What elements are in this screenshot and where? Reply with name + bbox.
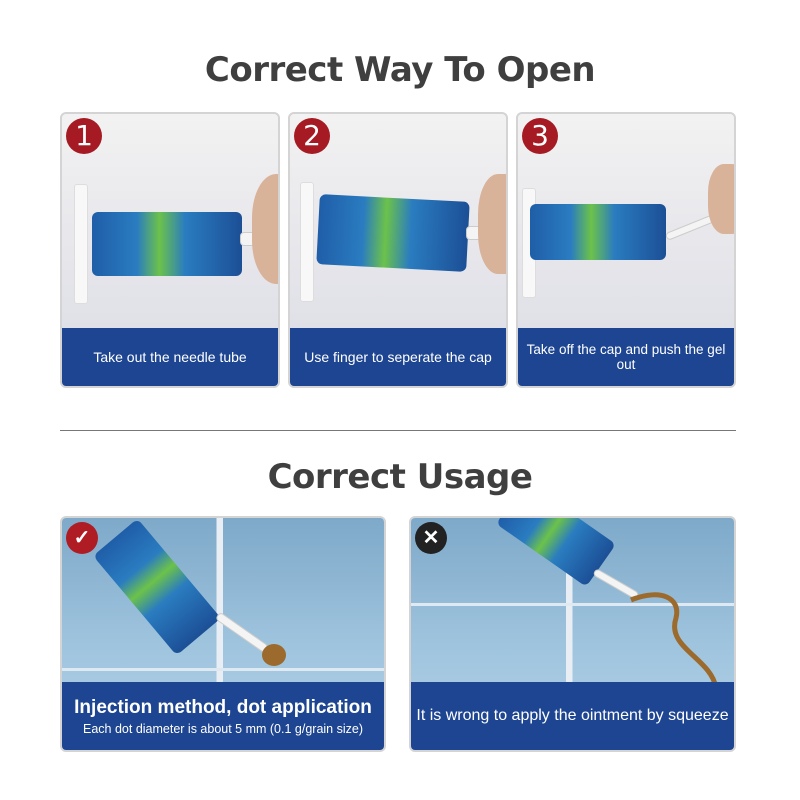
squeezed-gel-line xyxy=(630,592,719,688)
step-number-badge: 1 xyxy=(66,118,102,154)
step-panel-3: 3 Take off the cap and push the gel out xyxy=(516,112,736,388)
tile-grout xyxy=(411,603,734,606)
check-icon: ✓ xyxy=(66,522,98,554)
syringe-flange xyxy=(300,182,314,302)
gel-tube-image xyxy=(316,194,470,272)
open-section-title: Correct Way To Open xyxy=(204,50,596,90)
hand-image xyxy=(252,174,278,284)
correct-usage-panel: ✓ Injection method, dot application Each… xyxy=(60,516,386,752)
hand-image xyxy=(708,164,734,234)
step-caption: Take off the cap and push the gel out xyxy=(518,328,734,386)
gel-dot xyxy=(262,644,286,666)
step-caption: Take out the needle tube xyxy=(62,328,278,386)
tile-grout xyxy=(62,668,384,671)
gel-tube-image xyxy=(92,212,242,276)
cross-icon: ✕ xyxy=(415,522,447,554)
step-number-badge: 3 xyxy=(522,118,558,154)
wrong-usage-panel: ✕ It is wrong to apply the ointment by s… xyxy=(409,516,736,752)
gel-tube-image xyxy=(530,204,666,260)
usage-section-title: Correct Usage xyxy=(267,457,533,497)
hand-image xyxy=(478,174,506,274)
step-number-badge: 2 xyxy=(294,118,330,154)
wrong-caption: It is wrong to apply the ointment by squ… xyxy=(411,682,734,750)
step-caption: Use finger to seperate the cap xyxy=(290,328,506,386)
step-panel-1: 1 Take out the needle tube xyxy=(60,112,280,388)
syringe-flange xyxy=(74,184,88,304)
correct-heading: Injection method, dot application xyxy=(74,696,372,718)
step-panel-2: 2 Use finger to seperate the cap xyxy=(288,112,508,388)
section-divider xyxy=(60,430,736,431)
correct-detail: Each dot diameter is about 5 mm (0.1 g/g… xyxy=(83,721,363,736)
correct-caption: Injection method, dot application Each d… xyxy=(62,682,384,750)
